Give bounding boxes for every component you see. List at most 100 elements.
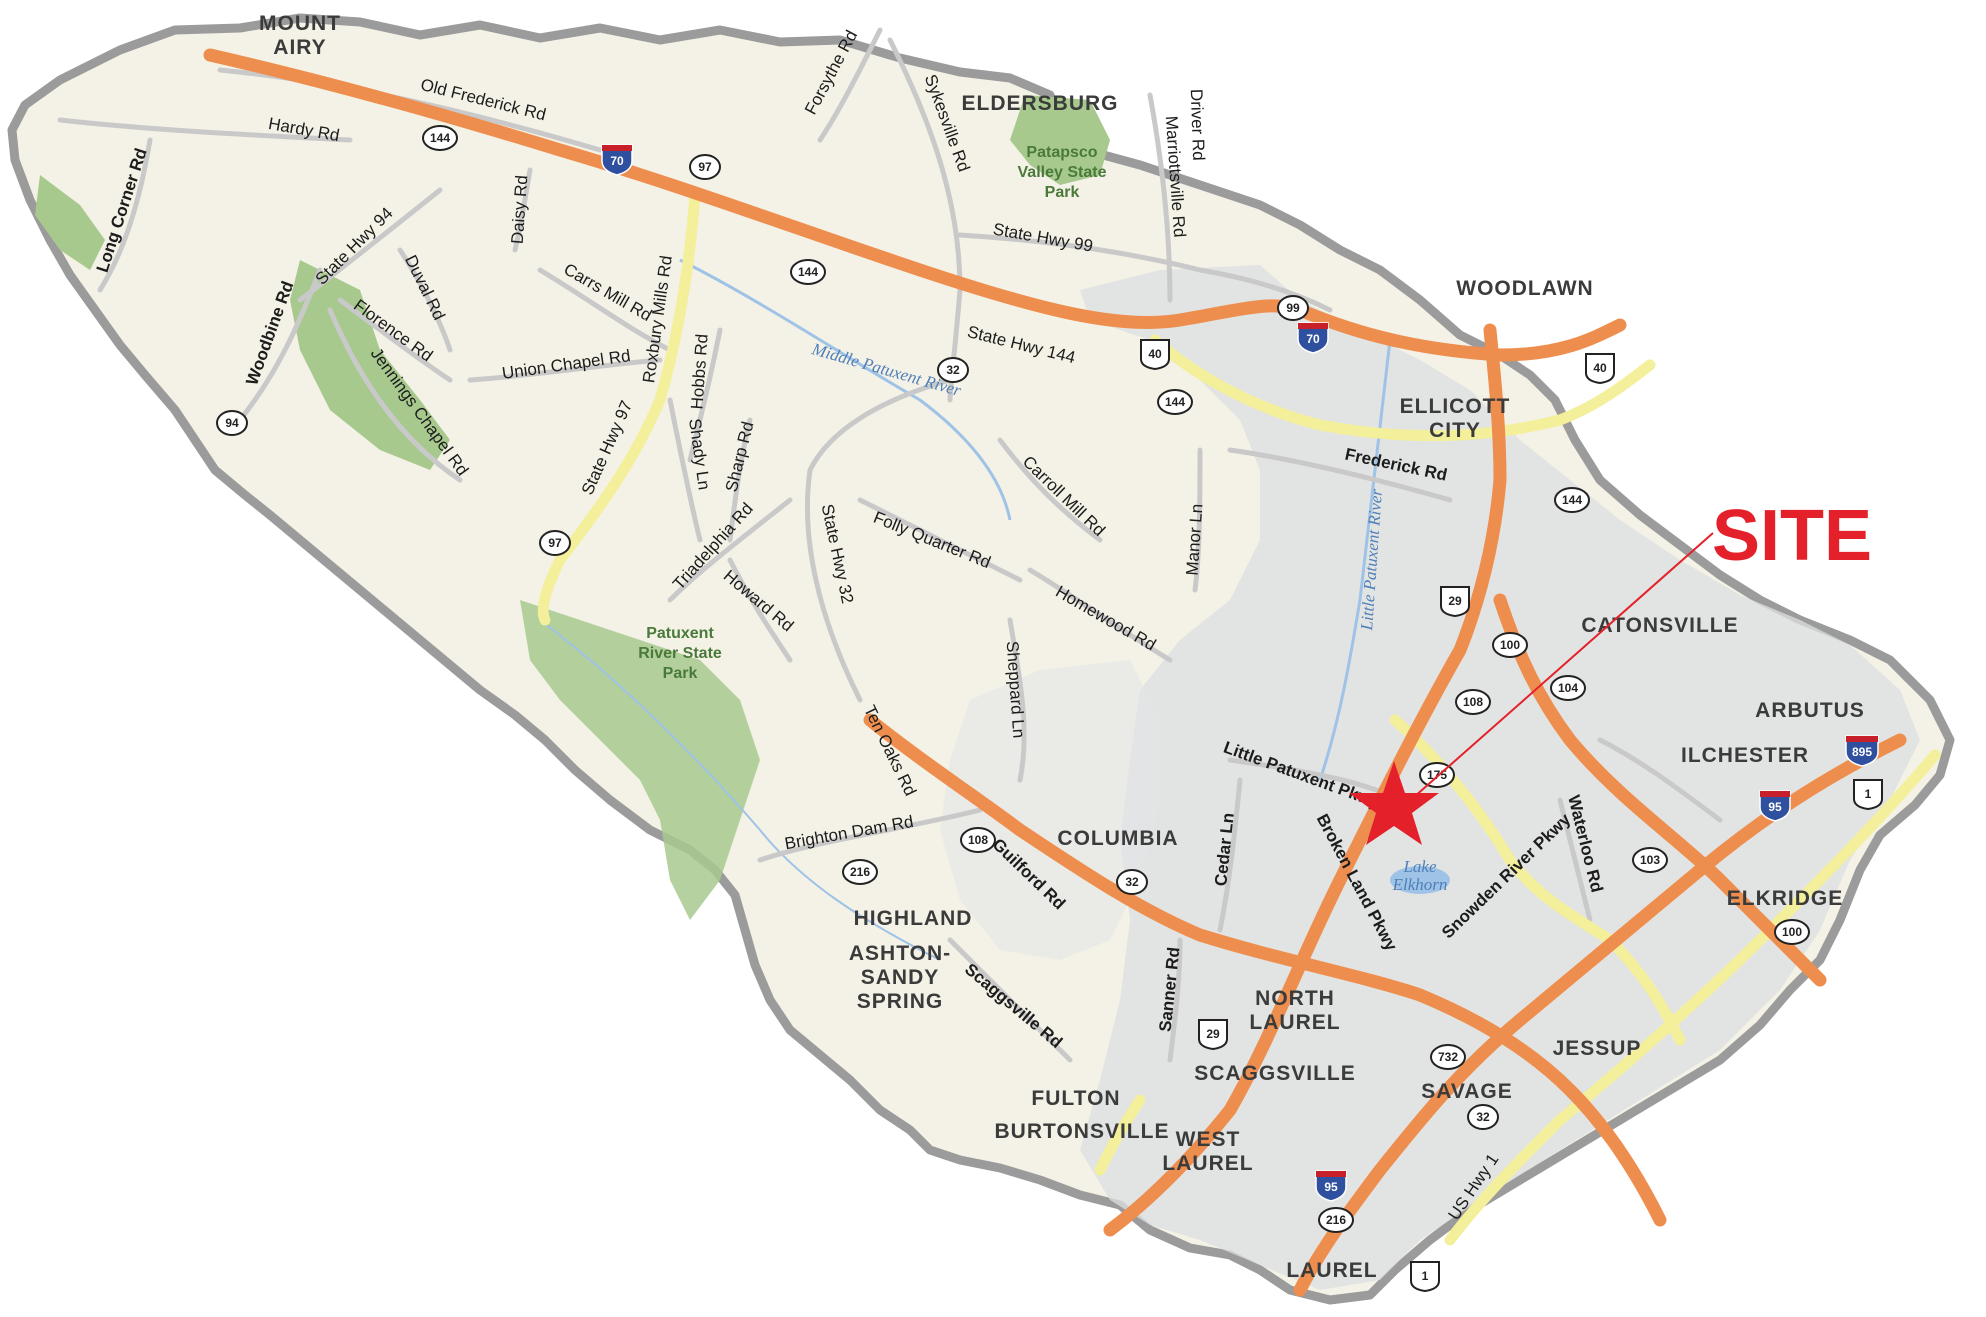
road-manor: [1192, 447, 1203, 593]
road-state-hwy-99: [957, 232, 1333, 313]
town-scaggsville: SCAGGSVILLE: [1194, 1062, 1356, 1085]
primary-highways: [537, 189, 1941, 1246]
svg-text:108: 108: [1463, 695, 1483, 709]
star-icon: [1349, 761, 1439, 845]
town-laurel: LAUREL: [1286, 1259, 1377, 1282]
urban-area-east: [1080, 265, 1920, 1290]
town-eldersburg: ELDERSBURG: [961, 92, 1118, 115]
svg-text:70: 70: [1306, 332, 1320, 346]
town-savage: SAVAGE: [1421, 1080, 1513, 1103]
us-40-shield: 40: [1585, 353, 1615, 385]
svg-text:94: 94: [225, 416, 239, 430]
hwy-us1: [1444, 749, 1941, 1246]
road-jennings-chapel: [327, 307, 463, 483]
little-patuxent-river: [1318, 339, 1392, 781]
us-29-shield: 29: [1440, 586, 1470, 618]
route-99-shield: 99: [1277, 295, 1309, 321]
hwy-175: [1389, 714, 1616, 946]
svg-text:97: 97: [698, 160, 712, 174]
site-label: SITE: [1712, 496, 1872, 576]
route-104-shield: 104: [1550, 675, 1586, 701]
svg-text:216: 216: [850, 865, 870, 879]
interstate-95: [1293, 733, 1907, 1297]
road-sanner: [1167, 937, 1183, 1063]
svg-text:99: 99: [1286, 301, 1300, 315]
road-hobbs: [687, 327, 723, 463]
svg-text:100: 100: [1782, 925, 1802, 939]
us-40-shield: 40: [1140, 339, 1170, 371]
label-manor-ln: Manor Ln: [1183, 503, 1207, 576]
us-1-shield: 1: [1410, 1261, 1440, 1293]
interstate-895-shield: 895: [1845, 735, 1879, 767]
site-marker: SITE: [1349, 496, 1872, 845]
road-sharp: [727, 417, 753, 543]
svg-text:108: 108: [968, 833, 988, 847]
road-duval: [397, 247, 453, 353]
interstate-70: [203, 48, 1627, 362]
route-144-shield: 144: [1157, 389, 1193, 415]
svg-text:70: 70: [610, 154, 624, 168]
svg-text:32: 32: [1125, 875, 1139, 889]
svg-text:1: 1: [1422, 1269, 1429, 1283]
road-triadelphia: [667, 497, 793, 603]
route-shields: 70 70 95 95 895 40 40 29 29 1 1 144 144 …: [216, 125, 1883, 1293]
route-94-shield: 94: [216, 410, 248, 436]
town-arbutus: ARBUTUS: [1755, 699, 1865, 722]
svg-text:895: 895: [1852, 745, 1872, 759]
road-cedar: [1217, 777, 1243, 933]
hwy-100: [1493, 593, 1827, 987]
svg-text:29: 29: [1448, 594, 1462, 608]
svg-text:97: 97: [548, 536, 562, 550]
svg-text:216: 216: [1326, 1213, 1346, 1227]
town-columbia: COLUMBIA: [1057, 827, 1178, 850]
park-area: [35, 175, 105, 270]
svg-text:95: 95: [1768, 800, 1782, 814]
road-east-connector: [1597, 737, 1723, 823]
town-elkridge: ELKRIDGE: [1727, 887, 1844, 910]
road-waterloo: [1557, 797, 1593, 923]
hwy-97: [537, 189, 701, 626]
road-daisy: [512, 167, 533, 253]
label-driver-rd: Driver Rd: [1187, 89, 1208, 161]
interstate-70-shield: 70: [1297, 322, 1329, 354]
site-leader-line: [1404, 532, 1714, 806]
lake-elkhorn: [1390, 866, 1450, 894]
interstate-95-shield: 95: [1315, 1170, 1347, 1202]
road-sheppard: [1007, 617, 1027, 783]
road-forsythe: [817, 27, 883, 143]
hwy-us29-south: [1094, 1094, 1146, 1176]
route-100-shield: 100: [1492, 632, 1528, 658]
svg-text:732: 732: [1438, 1050, 1458, 1064]
town-fulton: FULTON: [1031, 1087, 1120, 1110]
road-carrs-mill: [537, 267, 673, 353]
svg-text:100: 100: [1500, 638, 1520, 652]
route-100-shield: 100: [1774, 919, 1810, 945]
town-highland: HIGHLAND: [854, 907, 973, 930]
road-union-chapel: [467, 357, 663, 383]
road-woodbine: [237, 267, 323, 423]
park-area: [1010, 95, 1110, 185]
svg-text:144: 144: [430, 131, 450, 145]
svg-text:29: 29: [1206, 1027, 1220, 1041]
route-103-shield: 103: [1632, 847, 1668, 873]
interstate-70-shield: 70: [601, 144, 633, 176]
town-burtonsville: BURTONSVILLE: [995, 1120, 1170, 1143]
hwy-snowden-connector: [1604, 934, 1686, 1046]
patuxent-river: [539, 619, 941, 961]
route-32-shield: 32: [1467, 1104, 1499, 1130]
route-732-shield: 732: [1430, 1044, 1466, 1070]
interstate-95-shield: 95: [1759, 790, 1791, 822]
town-ilchester: ILCHESTER: [1681, 744, 1809, 767]
road-state-hwy-32-north: [804, 377, 953, 703]
road-homewood: [1027, 567, 1173, 663]
town-catonsville: CATONSVILLE: [1581, 614, 1738, 637]
hwy-40: [1149, 334, 1656, 442]
route-216-shield: 216: [1318, 1207, 1354, 1233]
svg-text:104: 104: [1558, 681, 1578, 695]
